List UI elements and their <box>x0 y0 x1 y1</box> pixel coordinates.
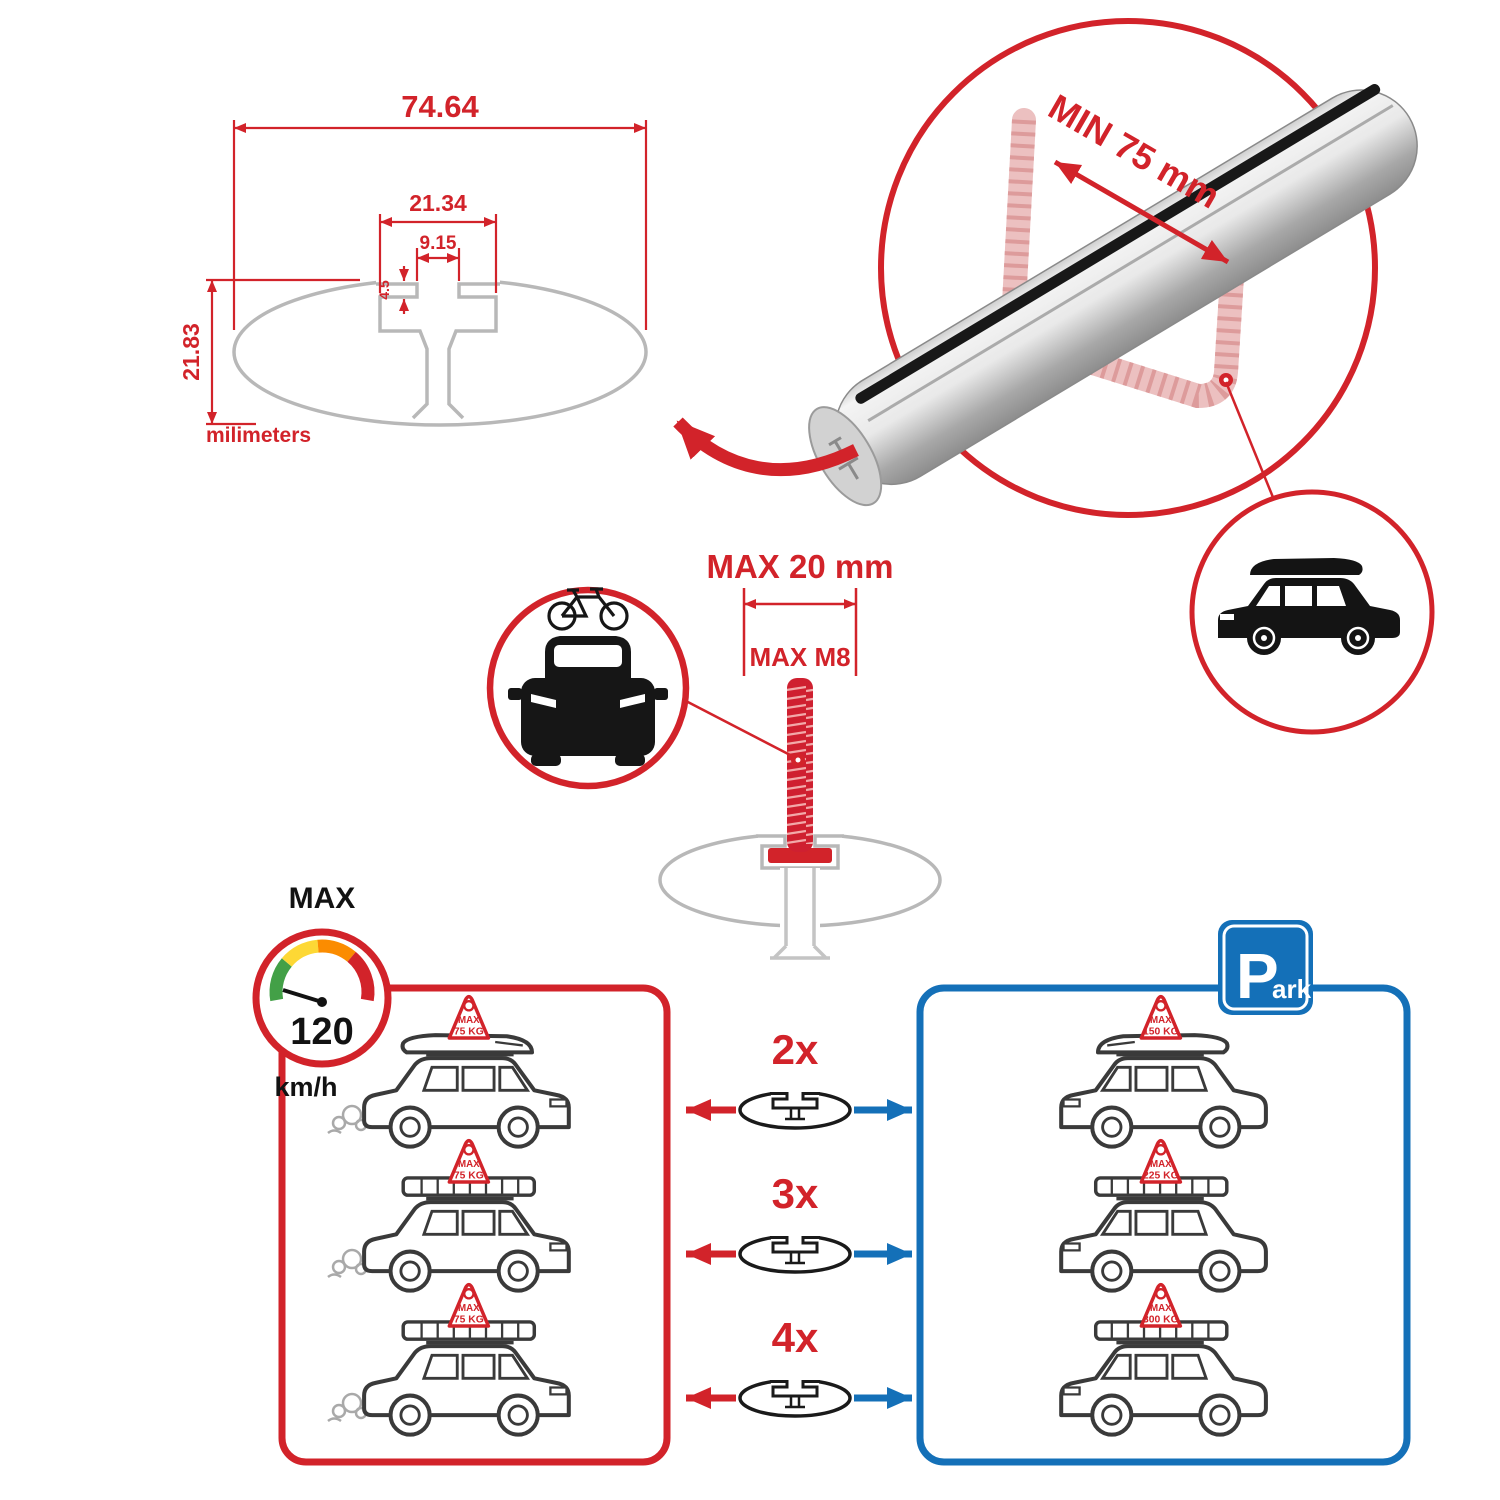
pointer-arrow <box>673 417 859 477</box>
dim-opening-width-label: 9.15 <box>420 233 457 254</box>
bolt-max-length-label: MAX 20 mm <box>706 548 893 585</box>
zoom-circle <box>878 18 1378 518</box>
bike-car-callout <box>486 586 690 790</box>
dim-height <box>206 278 360 426</box>
dim-slot-width-label: 21.34 <box>409 190 467 216</box>
bicycle-icon <box>547 587 629 631</box>
speedometer-arcs <box>269 939 375 1002</box>
svg-text:75 KG: 75 KG <box>454 1315 484 1326</box>
driving-car-1: MAX 75 KG <box>326 994 569 1147</box>
bolt-leader-line <box>683 698 795 759</box>
driving-car-2: MAX 75 KG <box>326 1138 569 1291</box>
dim-total-width-label: 74.64 <box>401 89 479 124</box>
multiplier-row-3: 4x <box>686 1314 912 1418</box>
svg-text:MAX: MAX <box>1150 1303 1172 1314</box>
svg-text:75 KG: 75 KG <box>454 1027 484 1038</box>
parked-car-2: MAX 225 KG <box>1061 1138 1266 1291</box>
driving-car-3: MAX 75 KG <box>326 1282 569 1435</box>
svg-text:MAX: MAX <box>1150 1159 1172 1170</box>
dim-lip-depth-label: 4.5 <box>376 280 392 300</box>
park-sign: P ark <box>1218 920 1313 1015</box>
bolt-head <box>768 848 832 863</box>
svg-text:225 KG: 225 KG <box>1143 1171 1179 1182</box>
speed-units: km/h <box>274 1072 337 1102</box>
roof-load-sign: MAX 75 KG <box>447 1282 491 1328</box>
speed-value: 120 <box>290 1011 353 1053</box>
multiplier-label: 3x <box>772 1170 819 1217</box>
cross-section-diagram: 74.64 21.34 9.15 4.5 21.83 milimeters <box>178 89 648 447</box>
park-sign-ark: ark <box>1272 974 1312 1004</box>
roof-load-sign: MAX 300 KG <box>1139 1282 1183 1328</box>
svg-text:MAX: MAX <box>458 1303 480 1314</box>
svg-text:75 KG: 75 KG <box>454 1171 484 1182</box>
speedometer: MAX 120 km/h <box>252 882 392 1102</box>
parked-panel <box>916 984 1411 1466</box>
bolt-thread-label: MAX M8 <box>749 642 850 672</box>
min-span-arrow <box>1053 159 1230 265</box>
foot-stem <box>770 868 830 960</box>
speed-max-label: MAX <box>289 882 356 915</box>
roof-load-sign: MAX 75 KG <box>447 994 491 1040</box>
park-sign-p: P <box>1236 940 1279 1012</box>
svg-text:MAX: MAX <box>458 1015 480 1026</box>
roof-load-sign: MAX 225 KG <box>1139 1138 1183 1184</box>
dim-total-width <box>232 120 648 330</box>
t-slot-profile-left <box>376 282 429 420</box>
bolt-dim-lines <box>742 588 858 676</box>
t-slot-profile-right <box>447 282 500 420</box>
driving-panel <box>278 984 671 1466</box>
speedometer-needle <box>282 988 323 1004</box>
dim-opening-width <box>415 248 461 281</box>
multiplier-label: 2x <box>772 1026 819 1073</box>
roof-load-sign: MAX 150 KG <box>1139 994 1183 1040</box>
parked-car-3: MAX 300 KG <box>1061 1282 1266 1435</box>
roofbox-car-callout <box>1189 489 1435 735</box>
units-label: milimeters <box>206 424 311 447</box>
multiplier-row-2: 3x <box>686 1170 912 1274</box>
dim-slot-width <box>378 214 498 293</box>
svg-text:300 KG: 300 KG <box>1143 1315 1179 1326</box>
dim-height-label: 21.83 <box>178 323 204 381</box>
parked-car-1: MAX 150 KG <box>1061 994 1266 1147</box>
multiplier-label: 4x <box>772 1314 819 1361</box>
multiplier-row-1: 2x <box>686 1026 912 1130</box>
front-car-illustration <box>508 636 668 766</box>
svg-text:MAX: MAX <box>458 1159 480 1170</box>
bolt-diagram: MAX 20 mm MAX M8 <box>486 548 942 960</box>
callout-leader-line <box>1224 381 1283 518</box>
crossbar-callout: MIN 75 mm <box>673 18 1435 735</box>
svg-text:MAX: MAX <box>1150 1015 1172 1026</box>
svg-text:150 KG: 150 KG <box>1143 1027 1179 1038</box>
roof-load-sign: MAX 75 KG <box>447 1138 491 1184</box>
